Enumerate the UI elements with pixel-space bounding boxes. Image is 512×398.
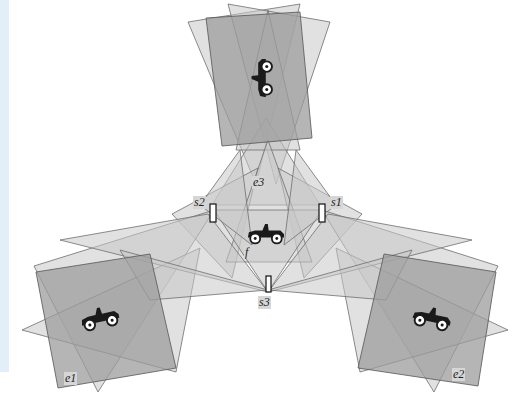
car-symbol (411, 304, 452, 332)
region-label: e1 (64, 372, 77, 385)
region-label: e3 (252, 176, 265, 189)
page-border (0, 0, 9, 372)
car-symbol (252, 59, 272, 97)
region-label: e2 (452, 368, 465, 381)
vehicle-zones (36, 12, 496, 388)
vehicle-zone (358, 254, 496, 386)
sensor-post (266, 276, 271, 292)
vehicle-zone (206, 12, 312, 146)
region-label: s3 (258, 296, 271, 309)
vehicle-zone (36, 254, 176, 388)
car-symbol (248, 224, 284, 243)
sensor-post (210, 204, 216, 222)
sensor-post (319, 204, 325, 222)
car-symbol (79, 304, 120, 332)
region-label: f (244, 246, 249, 259)
region-label: s2 (193, 196, 206, 209)
region-label: s1 (330, 196, 343, 209)
coverage-triangles (22, 4, 508, 392)
sensor-posts (210, 204, 325, 292)
